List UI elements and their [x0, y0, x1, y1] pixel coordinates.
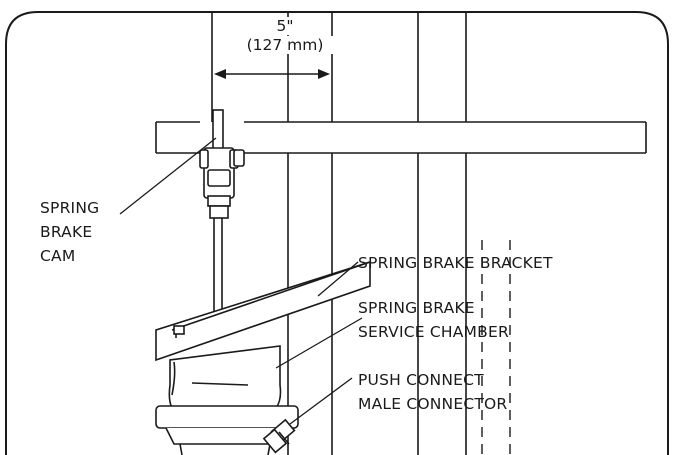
label-spring-brake-cam-line-2: BRAKE — [40, 223, 93, 241]
diagram-frame — [5, 11, 669, 455]
dimension-imperial: 5" — [262, 17, 308, 35]
label-spring-brake-bracket: SPRING BRAKE BRACKET — [358, 254, 553, 272]
clevis — [199, 147, 245, 219]
dimension-arrow — [214, 69, 330, 79]
leader-lines — [119, 137, 363, 425]
push-rod — [212, 109, 224, 318]
male-connector — [262, 418, 296, 454]
spring-brake-bracket — [155, 260, 371, 362]
service-chamber — [155, 345, 299, 455]
label-spring-brake-cam-line-3: CAM — [40, 247, 76, 265]
dimension-metric: (127 mm) — [226, 36, 344, 54]
hidden-lines — [481, 240, 511, 455]
label-spring-brake-cam-line-1: SPRING — [40, 199, 100, 217]
label-male-connector-line-1: PUSH CONNECT — [358, 371, 484, 389]
label-service-chamber-line-2: SERVICE CHAMBER — [358, 323, 509, 341]
label-male-connector-line-2: MALE CONNECTOR — [358, 395, 508, 413]
label-service-chamber-line-1: SPRING BRAKE — [358, 299, 475, 317]
cross-member — [155, 121, 647, 154]
